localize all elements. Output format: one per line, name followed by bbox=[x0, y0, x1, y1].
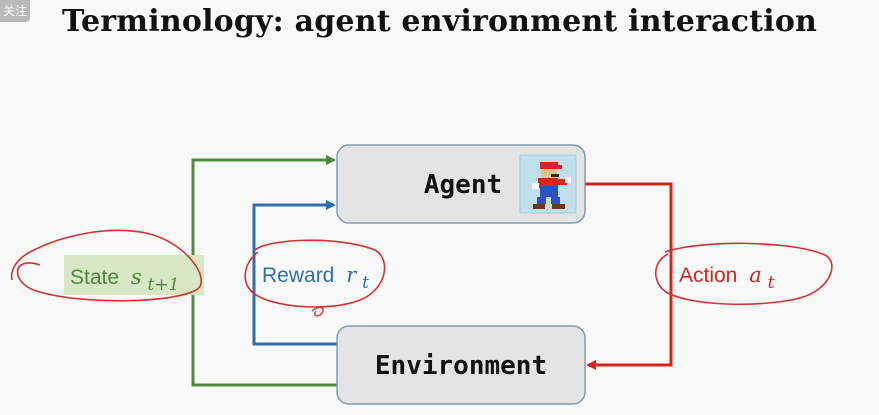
agent-node: Agent bbox=[336, 144, 586, 224]
state-annotation-loop bbox=[10, 229, 202, 302]
state-sub: t+1 bbox=[148, 275, 180, 295]
action-sub: t bbox=[768, 273, 775, 293]
state-label-group: State s t+1 bbox=[64, 255, 204, 295]
action-annotation-loop bbox=[654, 242, 833, 306]
reward-sub: t bbox=[362, 273, 369, 293]
reward-arrow bbox=[252, 200, 337, 346]
environment-node: Environment bbox=[336, 325, 586, 405]
follow-badge[interactable]: 关注 bbox=[0, 0, 30, 22]
action-var: a bbox=[749, 263, 762, 287]
reward-label: Reward bbox=[262, 264, 334, 287]
reward-annotation-tick bbox=[311, 306, 324, 317]
reward-annotation-loop bbox=[244, 239, 386, 308]
state-var: s bbox=[131, 265, 142, 289]
reward-var: r bbox=[346, 263, 358, 287]
action-label: Action bbox=[679, 264, 737, 287]
environment-label: Environment bbox=[375, 351, 547, 381]
action-arrow bbox=[585, 182, 673, 370]
svg-text:State s t+1: State s t+1 bbox=[70, 265, 179, 295]
slide-title: Terminology: agent environment interacti… bbox=[61, 4, 818, 39]
state-label: State bbox=[70, 266, 119, 289]
reward-label-group: Reward r t bbox=[262, 263, 369, 293]
mario-icon bbox=[519, 154, 577, 214]
agent-label: Agent bbox=[424, 170, 502, 200]
action-label-group: Action a t bbox=[679, 263, 775, 293]
